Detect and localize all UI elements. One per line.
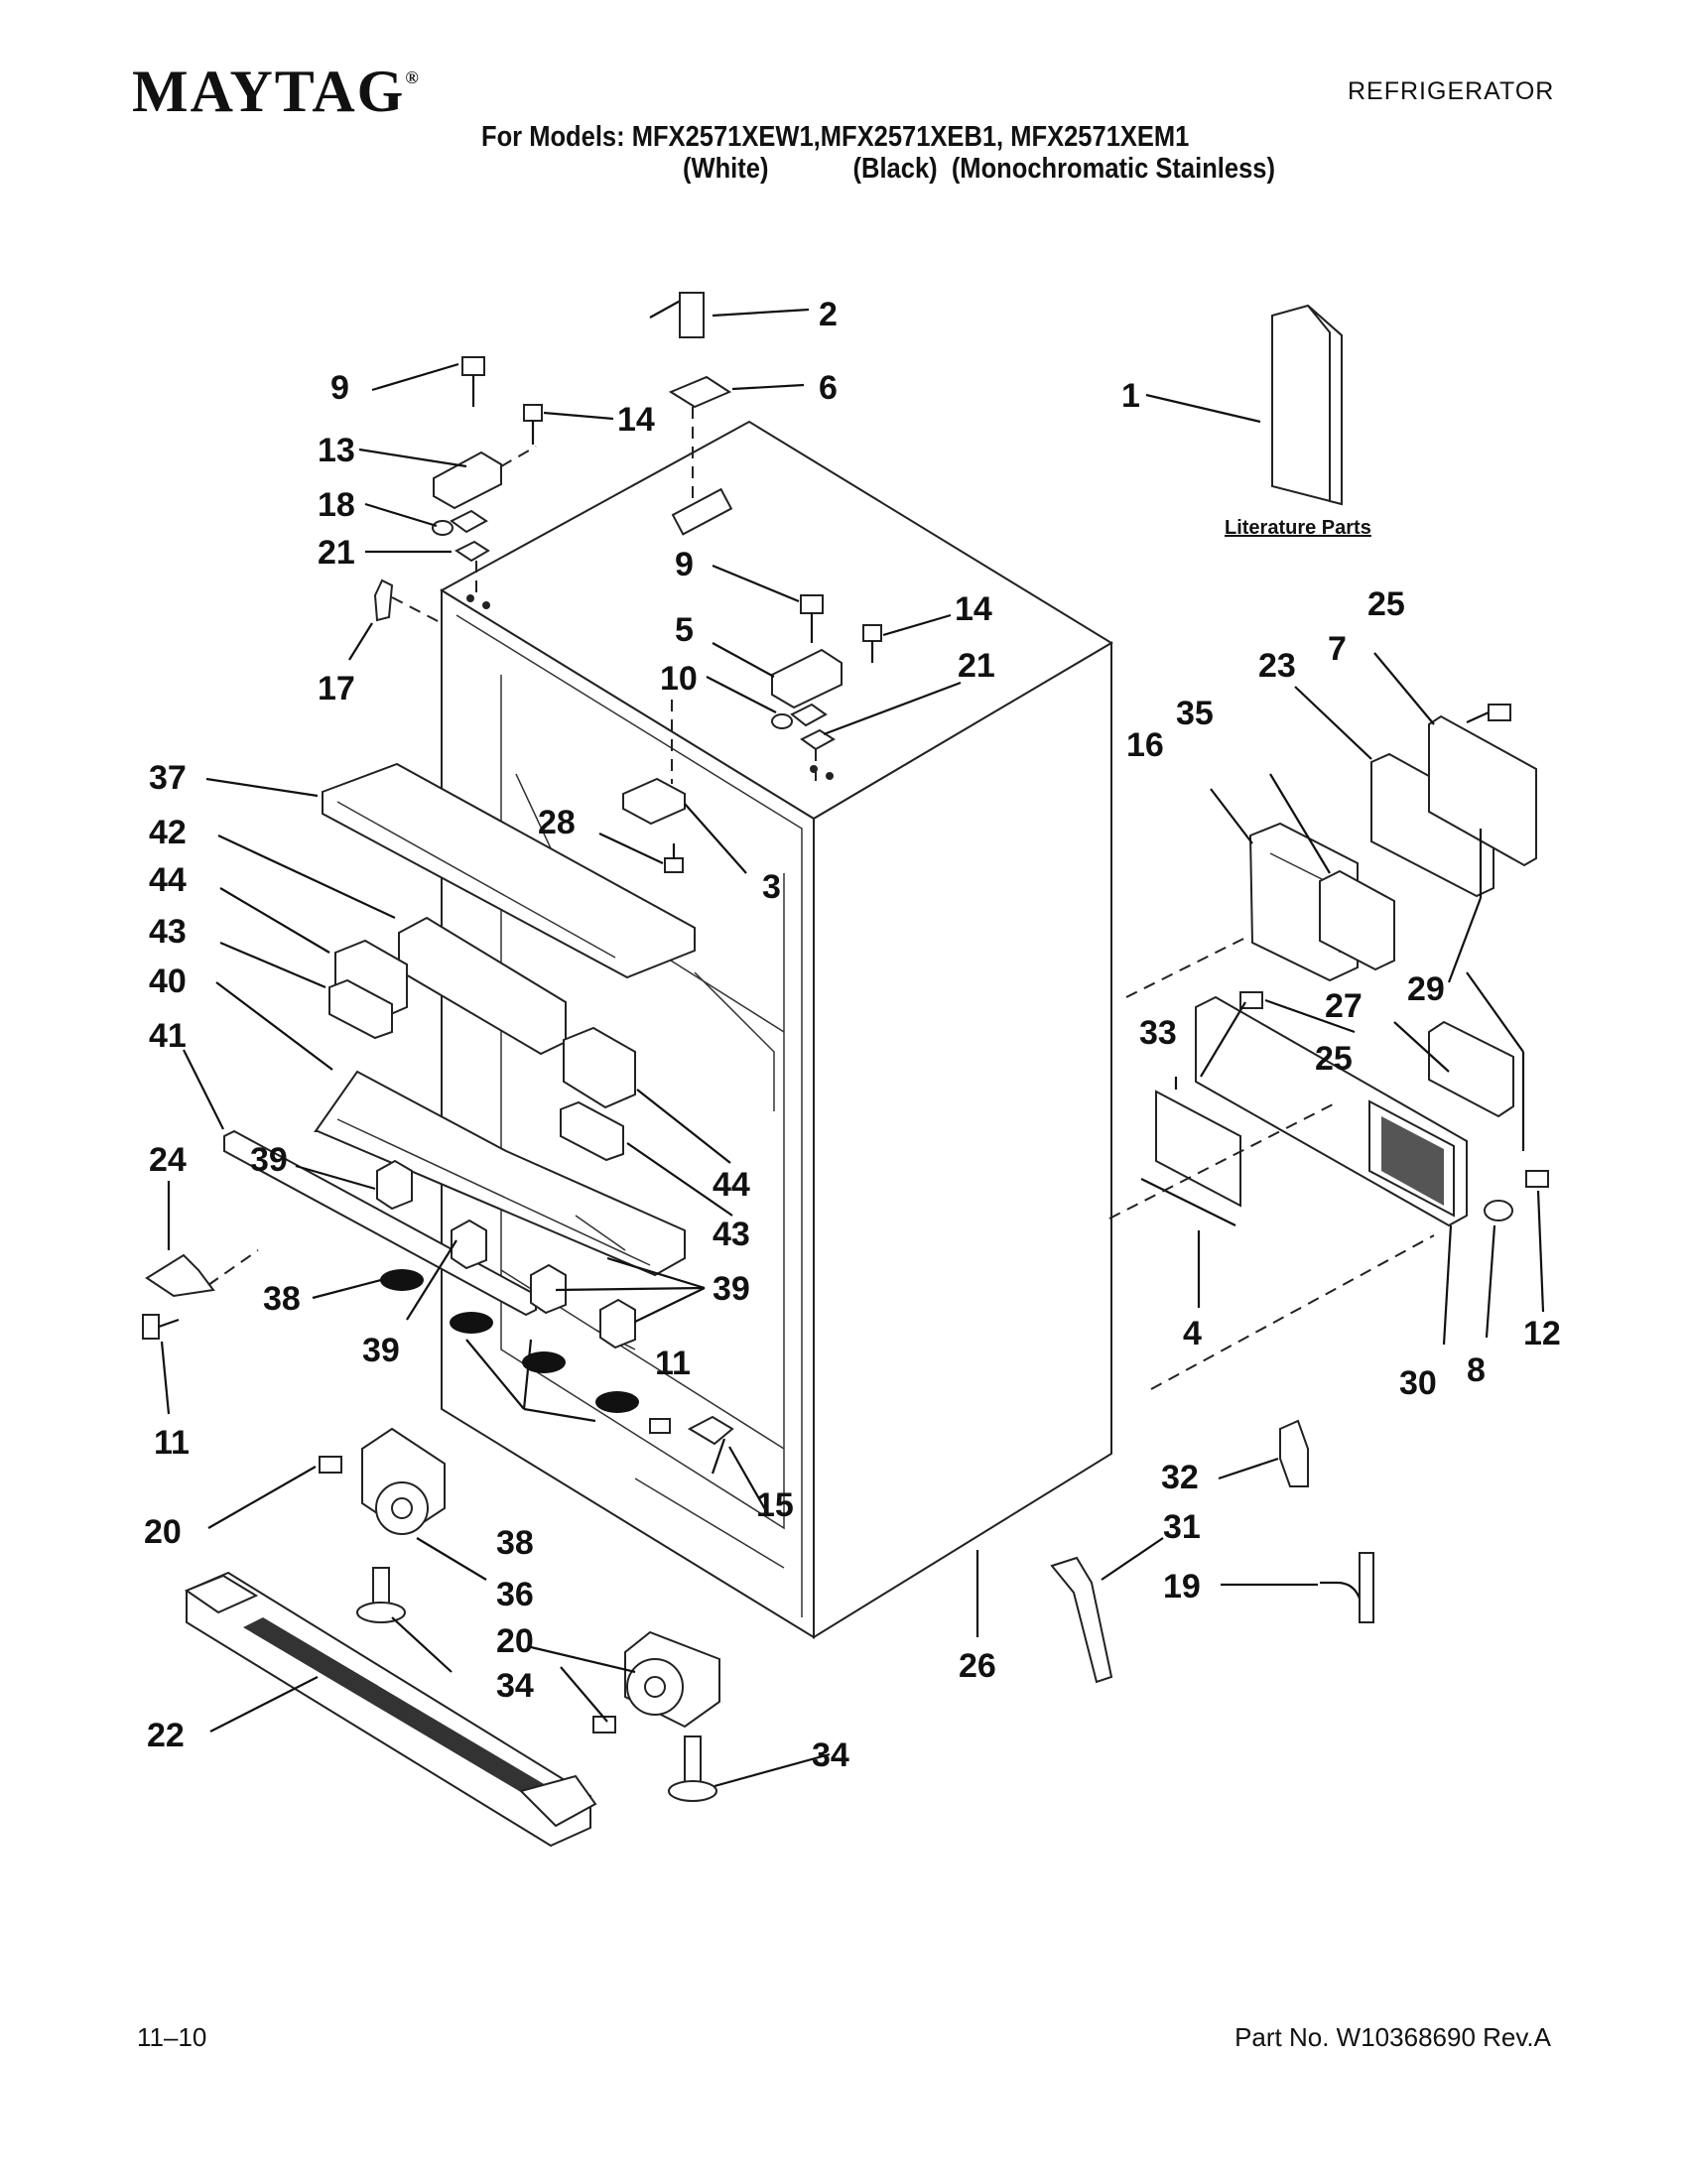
callout-43-right: 43 bbox=[713, 1216, 750, 1253]
callout-38-bottom: 38 bbox=[496, 1524, 534, 1562]
callout-39-right: 39 bbox=[713, 1270, 750, 1308]
callout-19: 19 bbox=[1163, 1568, 1201, 1606]
callout-44-right: 44 bbox=[713, 1166, 750, 1204]
callout-26: 26 bbox=[959, 1647, 996, 1685]
callout-21-right: 21 bbox=[958, 647, 995, 685]
callout-30: 30 bbox=[1399, 1364, 1437, 1402]
callout-44-left: 44 bbox=[149, 861, 187, 899]
callout-37: 37 bbox=[149, 759, 187, 797]
callout-7: 7 bbox=[1328, 630, 1347, 668]
registered-mark: ® bbox=[405, 67, 421, 87]
callout-32: 32 bbox=[1161, 1459, 1199, 1496]
callout-21-left: 21 bbox=[318, 534, 355, 572]
callout-15: 15 bbox=[756, 1486, 794, 1524]
callout-8: 8 bbox=[1467, 1351, 1486, 1389]
document-type: REFRIGERATOR bbox=[1348, 77, 1555, 105]
callout-9-top: 9 bbox=[330, 369, 349, 407]
callout-5: 5 bbox=[675, 611, 694, 649]
bottom-assemblies bbox=[184, 1427, 720, 1848]
models-line: For Models: MFX2571XEW1,MFX2571XEB1, MFX… bbox=[481, 121, 1190, 153]
callout-22: 22 bbox=[147, 1717, 185, 1754]
callout-34-left: 34 bbox=[496, 1667, 534, 1705]
callout-34-right: 34 bbox=[812, 1736, 849, 1774]
callout-20-right: 20 bbox=[496, 1622, 534, 1660]
brand-name: MAYTAG bbox=[132, 59, 406, 124]
callout-25-top: 25 bbox=[1367, 585, 1405, 623]
callout-16: 16 bbox=[1126, 726, 1164, 764]
callout-labels: 2 6 1 9 14 13 18 21 17 9 14 5 10 21 37 2… bbox=[144, 296, 1561, 1774]
callout-4: 4 bbox=[1183, 1315, 1202, 1352]
callout-36: 36 bbox=[496, 1576, 534, 1613]
callout-29: 29 bbox=[1407, 970, 1445, 1008]
top-hinge-parts bbox=[373, 292, 882, 873]
callout-39-bottom: 39 bbox=[362, 1332, 400, 1369]
callout-43-left: 43 bbox=[149, 913, 187, 951]
callout-18: 18 bbox=[318, 486, 355, 524]
callout-6: 6 bbox=[819, 369, 838, 407]
callout-11-left: 11 bbox=[154, 1424, 190, 1462]
callout-38-left: 38 bbox=[263, 1280, 301, 1318]
callout-20-left: 20 bbox=[144, 1513, 182, 1551]
callout-35: 35 bbox=[1176, 695, 1214, 732]
callout-27: 27 bbox=[1325, 987, 1363, 1025]
literature-parts-label: Literature Parts bbox=[1225, 517, 1371, 539]
callout-3: 3 bbox=[762, 868, 781, 906]
callout-24: 24 bbox=[149, 1141, 187, 1179]
callout-13: 13 bbox=[318, 432, 355, 469]
control-parts bbox=[1050, 304, 1549, 1684]
brand-logo: MAYTAG® bbox=[132, 58, 421, 126]
callout-31: 31 bbox=[1163, 1508, 1201, 1546]
callout-28: 28 bbox=[538, 804, 576, 841]
callout-10: 10 bbox=[660, 660, 698, 698]
callout-14-top: 14 bbox=[617, 401, 655, 439]
leader-lines bbox=[160, 308, 1545, 1788]
model-variants-line: (White) (Black) (Monochromatic Stainless… bbox=[683, 153, 1275, 185]
callout-11-right: 11 bbox=[655, 1345, 691, 1382]
callout-9-mid: 9 bbox=[675, 546, 694, 583]
callout-41: 41 bbox=[149, 1017, 187, 1055]
callout-2: 2 bbox=[819, 296, 838, 333]
footer-date: 11–10 bbox=[137, 2022, 207, 2052]
callout-1: 1 bbox=[1121, 377, 1140, 415]
callout-42: 42 bbox=[149, 814, 187, 851]
callout-25-mid: 25 bbox=[1315, 1040, 1353, 1078]
interior-assemblies bbox=[142, 762, 734, 1446]
callout-39-top: 39 bbox=[250, 1141, 288, 1179]
callout-17: 17 bbox=[318, 670, 355, 707]
footer-part-number: Part No. W10368690 Rev.A bbox=[1234, 2022, 1551, 2052]
callout-23: 23 bbox=[1258, 647, 1296, 685]
callout-33: 33 bbox=[1139, 1014, 1177, 1052]
callout-40: 40 bbox=[149, 963, 187, 1000]
cabinet bbox=[440, 420, 1113, 1639]
callout-12: 12 bbox=[1523, 1315, 1561, 1352]
callout-14-mid: 14 bbox=[955, 590, 992, 628]
